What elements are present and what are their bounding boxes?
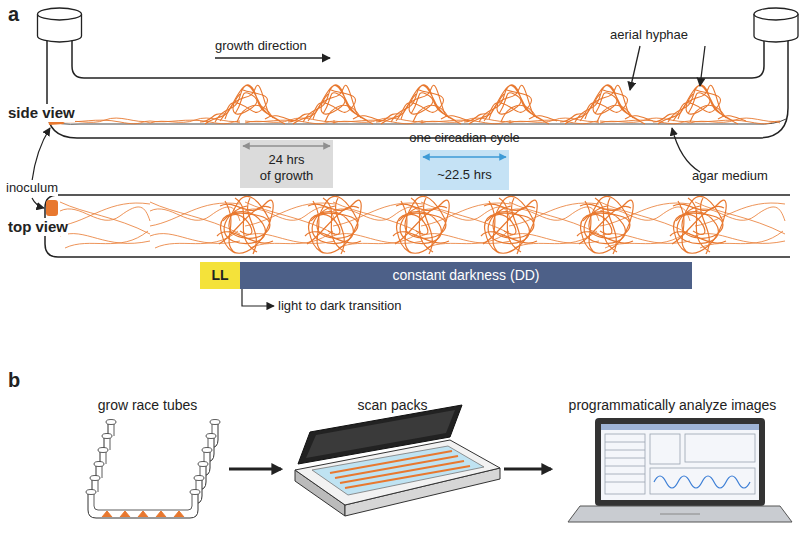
step-scan: scan packs — [285, 395, 500, 525]
annotation: inoculum — [6, 180, 58, 196]
box-label: constant darkness (DD) — [240, 267, 692, 284]
box-label: LL — [200, 267, 240, 284]
interval-arrow — [243, 145, 330, 147]
box-heading: one circadian cycle — [380, 130, 549, 146]
dark-phase-bar: constant darkness (DD) — [240, 262, 692, 289]
box-label: scan packs — [285, 397, 500, 414]
annotation: growth direction — [215, 38, 307, 54]
box-label: ~22.5 hrs — [420, 167, 509, 183]
box-label: programmatically analyze images — [555, 397, 790, 414]
circadian-cycle-box: one circadian cycle~22.5 hrs — [420, 150, 509, 190]
view-label: top view — [8, 218, 68, 236]
flow-arrow — [229, 468, 281, 471]
light-phase-bar: LL — [200, 262, 240, 289]
annotation: light to dark transition — [278, 298, 402, 314]
flow-arrow — [504, 468, 551, 471]
box-label: 24 hrs of growth — [258, 152, 315, 183]
growth-interval-box: 24 hrs of growth — [240, 140, 333, 188]
box-label: grow race tubes — [70, 397, 225, 414]
panel-letter: a — [8, 2, 19, 26]
cycle-arrow — [423, 156, 506, 158]
view-label: side view — [8, 104, 75, 122]
annotation: agar medium — [692, 168, 768, 184]
step-grow: grow race tubes — [70, 395, 225, 525]
panel-letter: b — [8, 368, 20, 392]
step-analyze: programmatically analyze images — [555, 395, 790, 535]
annotation: aerial hyphae — [610, 27, 688, 43]
